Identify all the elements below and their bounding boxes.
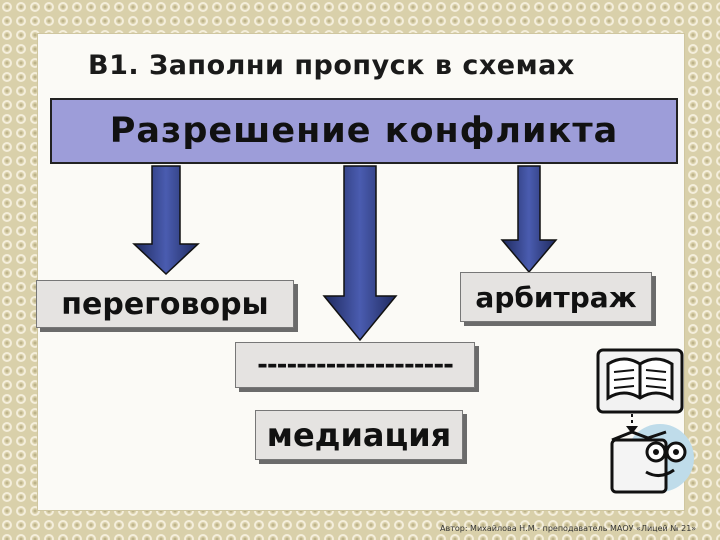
arbitration-box: арбитраж [460,272,652,322]
thinking-clipart [596,348,694,494]
blank-answer-box: -------------------- [235,342,475,388]
negotiation-label: переговоры [61,286,269,322]
arrow-middle [322,165,398,342]
down-pointer-icon [626,426,638,434]
book-icon [596,348,684,414]
mediation-label: медиация [266,416,452,454]
arrow-right [500,165,558,274]
author-footer: Автор: Михайлова Н.М.- преподаватель МАО… [440,524,697,533]
face-icon [610,424,694,494]
blank-answer-label: -------------------- [257,350,454,380]
main-concept-label: Разрешение конфликта [109,111,619,151]
slide-title: В1. Заполни пропуск в схемах [88,50,575,81]
arrow-left [132,165,200,276]
mediation-box: медиация [255,410,463,460]
arbitration-label: арбитраж [475,280,637,314]
main-concept-box: Разрешение конфликта [50,98,678,164]
negotiation-box: переговоры [36,280,294,328]
